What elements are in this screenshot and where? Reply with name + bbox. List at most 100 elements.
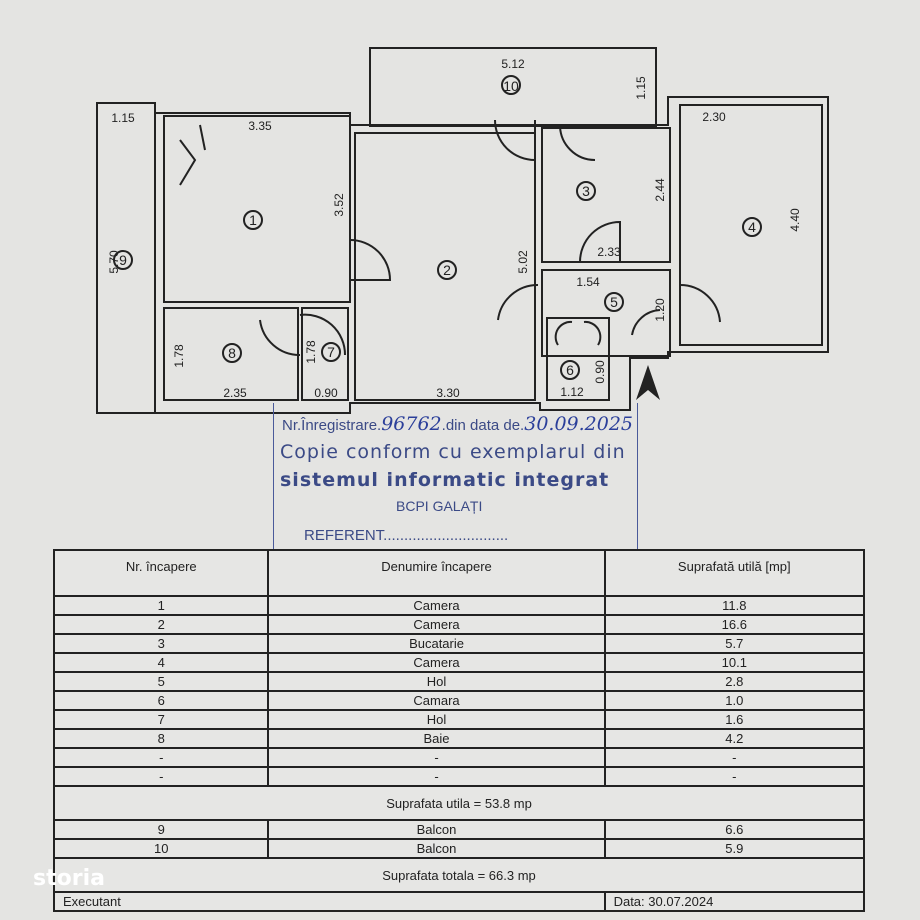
door-arc — [299, 313, 347, 356]
room-4-outline — [679, 104, 823, 346]
dimension: 0.90 — [593, 360, 607, 384]
room-name-cell: Balcon — [267, 819, 606, 840]
room-area-cell: 1.0 — [603, 690, 866, 711]
stamp-office: BCPI GALAȚI — [396, 498, 483, 514]
room-7-outline — [301, 307, 349, 401]
dimension: 5.12 — [501, 57, 525, 71]
room-number-cell: 5 — [52, 671, 270, 692]
header-cell: Denumire încapere — [267, 549, 606, 597]
table-header: Nr. încapere Denumire încapere Suprafată… — [52, 549, 866, 597]
room-area-cell: 2.8 — [603, 671, 866, 692]
door-arc — [554, 320, 602, 346]
grand-total: Suprafata totala = 66.3 mp — [53, 857, 865, 893]
room-number-cell: 4 — [52, 652, 270, 673]
registration-stamp: Nr.Înregistrare.96762.din data de.30.09.… — [273, 403, 638, 554]
room-area-cell: 16.6 — [603, 614, 866, 635]
room-number-cell: 9 — [52, 819, 270, 840]
room-number-cell: 6 — [52, 690, 270, 711]
dimension: 1.20 — [653, 298, 667, 322]
room-number-cell: - — [52, 766, 270, 787]
room-3-outline — [541, 127, 671, 263]
room-area-cell: 5.9 — [603, 838, 866, 859]
room-number: 4 — [748, 219, 756, 235]
dimension: 5.02 — [516, 250, 530, 274]
stamp-referent: REFERENT.............................. — [304, 527, 509, 544]
floor-plan: 1 2 3 4 5 6 7 8 9 10 5.12 1.15 1.15 5.70… — [96, 47, 829, 414]
room-number: 10 — [503, 78, 519, 94]
dimension: 1.15 — [111, 111, 135, 125]
door-arc — [579, 220, 621, 263]
executant: Executant — [53, 891, 606, 912]
useful-total: Suprafata utila = 53.8 mp — [53, 785, 865, 821]
dimension: 3.30 — [436, 386, 460, 400]
dimension: 4.40 — [788, 208, 802, 232]
room-2-outline — [354, 132, 536, 401]
header-cell: Nr. încapere — [52, 549, 270, 597]
reg-number: 96762 — [381, 413, 442, 435]
room-name-cell: Camara — [267, 690, 606, 711]
room-1-outline — [163, 115, 351, 303]
dimension: 3.35 — [248, 119, 272, 133]
room-name-cell: Hol — [267, 709, 606, 730]
table-row: --- — [52, 766, 866, 787]
table-row: --- — [52, 747, 866, 768]
room-name-cell: Baie — [267, 728, 606, 749]
room-name-cell: - — [267, 766, 606, 787]
room-name-cell: Bucatarie — [267, 633, 606, 654]
room-5-outline — [541, 269, 671, 357]
door-arc — [497, 283, 539, 321]
room-number: 5 — [610, 294, 618, 310]
room-area-cell: 6.6 — [603, 819, 866, 840]
dimension: 2.33 — [597, 245, 621, 259]
room-number-cell: 1 — [52, 595, 270, 616]
room-area-cell: - — [603, 766, 866, 787]
room-number: 8 — [228, 345, 236, 361]
dimension: 2.30 — [702, 110, 726, 124]
room-number: 3 — [582, 183, 590, 199]
storia-watermark: storia — [33, 866, 105, 891]
room-name-cell: Camera — [267, 614, 606, 635]
door-arc — [559, 124, 596, 161]
dimension: 1.54 — [576, 275, 600, 289]
dimension: 1.78 — [172, 344, 186, 368]
dimension: 5.70 — [107, 250, 121, 274]
reg-label: Nr.Înregistrare. — [282, 417, 382, 434]
room-name-cell: - — [267, 747, 606, 768]
room-name-cell: Hol — [267, 671, 606, 692]
reg-date: 30.09.2025 — [524, 413, 634, 435]
registration-line: Nr.Înregistrare.96762.din data de.30.09.… — [282, 413, 633, 435]
balcony-door — [179, 124, 206, 186]
date-label: .din data de. — [441, 417, 525, 434]
room-area-cell: - — [603, 747, 866, 768]
room-name-cell: Camera — [267, 652, 606, 673]
door-arc — [349, 239, 392, 281]
room-number-cell: 8 — [52, 728, 270, 749]
room-number-cell: 2 — [52, 614, 270, 635]
room-number: 2 — [443, 262, 451, 278]
room-area-cell: 1.6 — [603, 709, 866, 730]
header-cell: Suprafată utilă [mp] — [603, 549, 866, 597]
room-number: 7 — [327, 344, 335, 360]
room-number-cell: - — [52, 747, 270, 768]
room-number: 9 — [119, 252, 127, 268]
door-arc — [679, 283, 721, 323]
stamp-line: Copie conform cu exemplarul din — [280, 441, 626, 463]
door-arc — [494, 119, 536, 162]
dimension: 1.12 — [560, 385, 584, 399]
room-name-cell: Camera — [267, 595, 606, 616]
dimension: 1.78 — [304, 340, 318, 364]
room-number-cell: 7 — [52, 709, 270, 730]
dimension: 1.15 — [634, 76, 648, 100]
room-6-outline — [546, 317, 610, 401]
room-number: 1 — [249, 212, 257, 228]
dimension: 3.52 — [332, 193, 346, 217]
